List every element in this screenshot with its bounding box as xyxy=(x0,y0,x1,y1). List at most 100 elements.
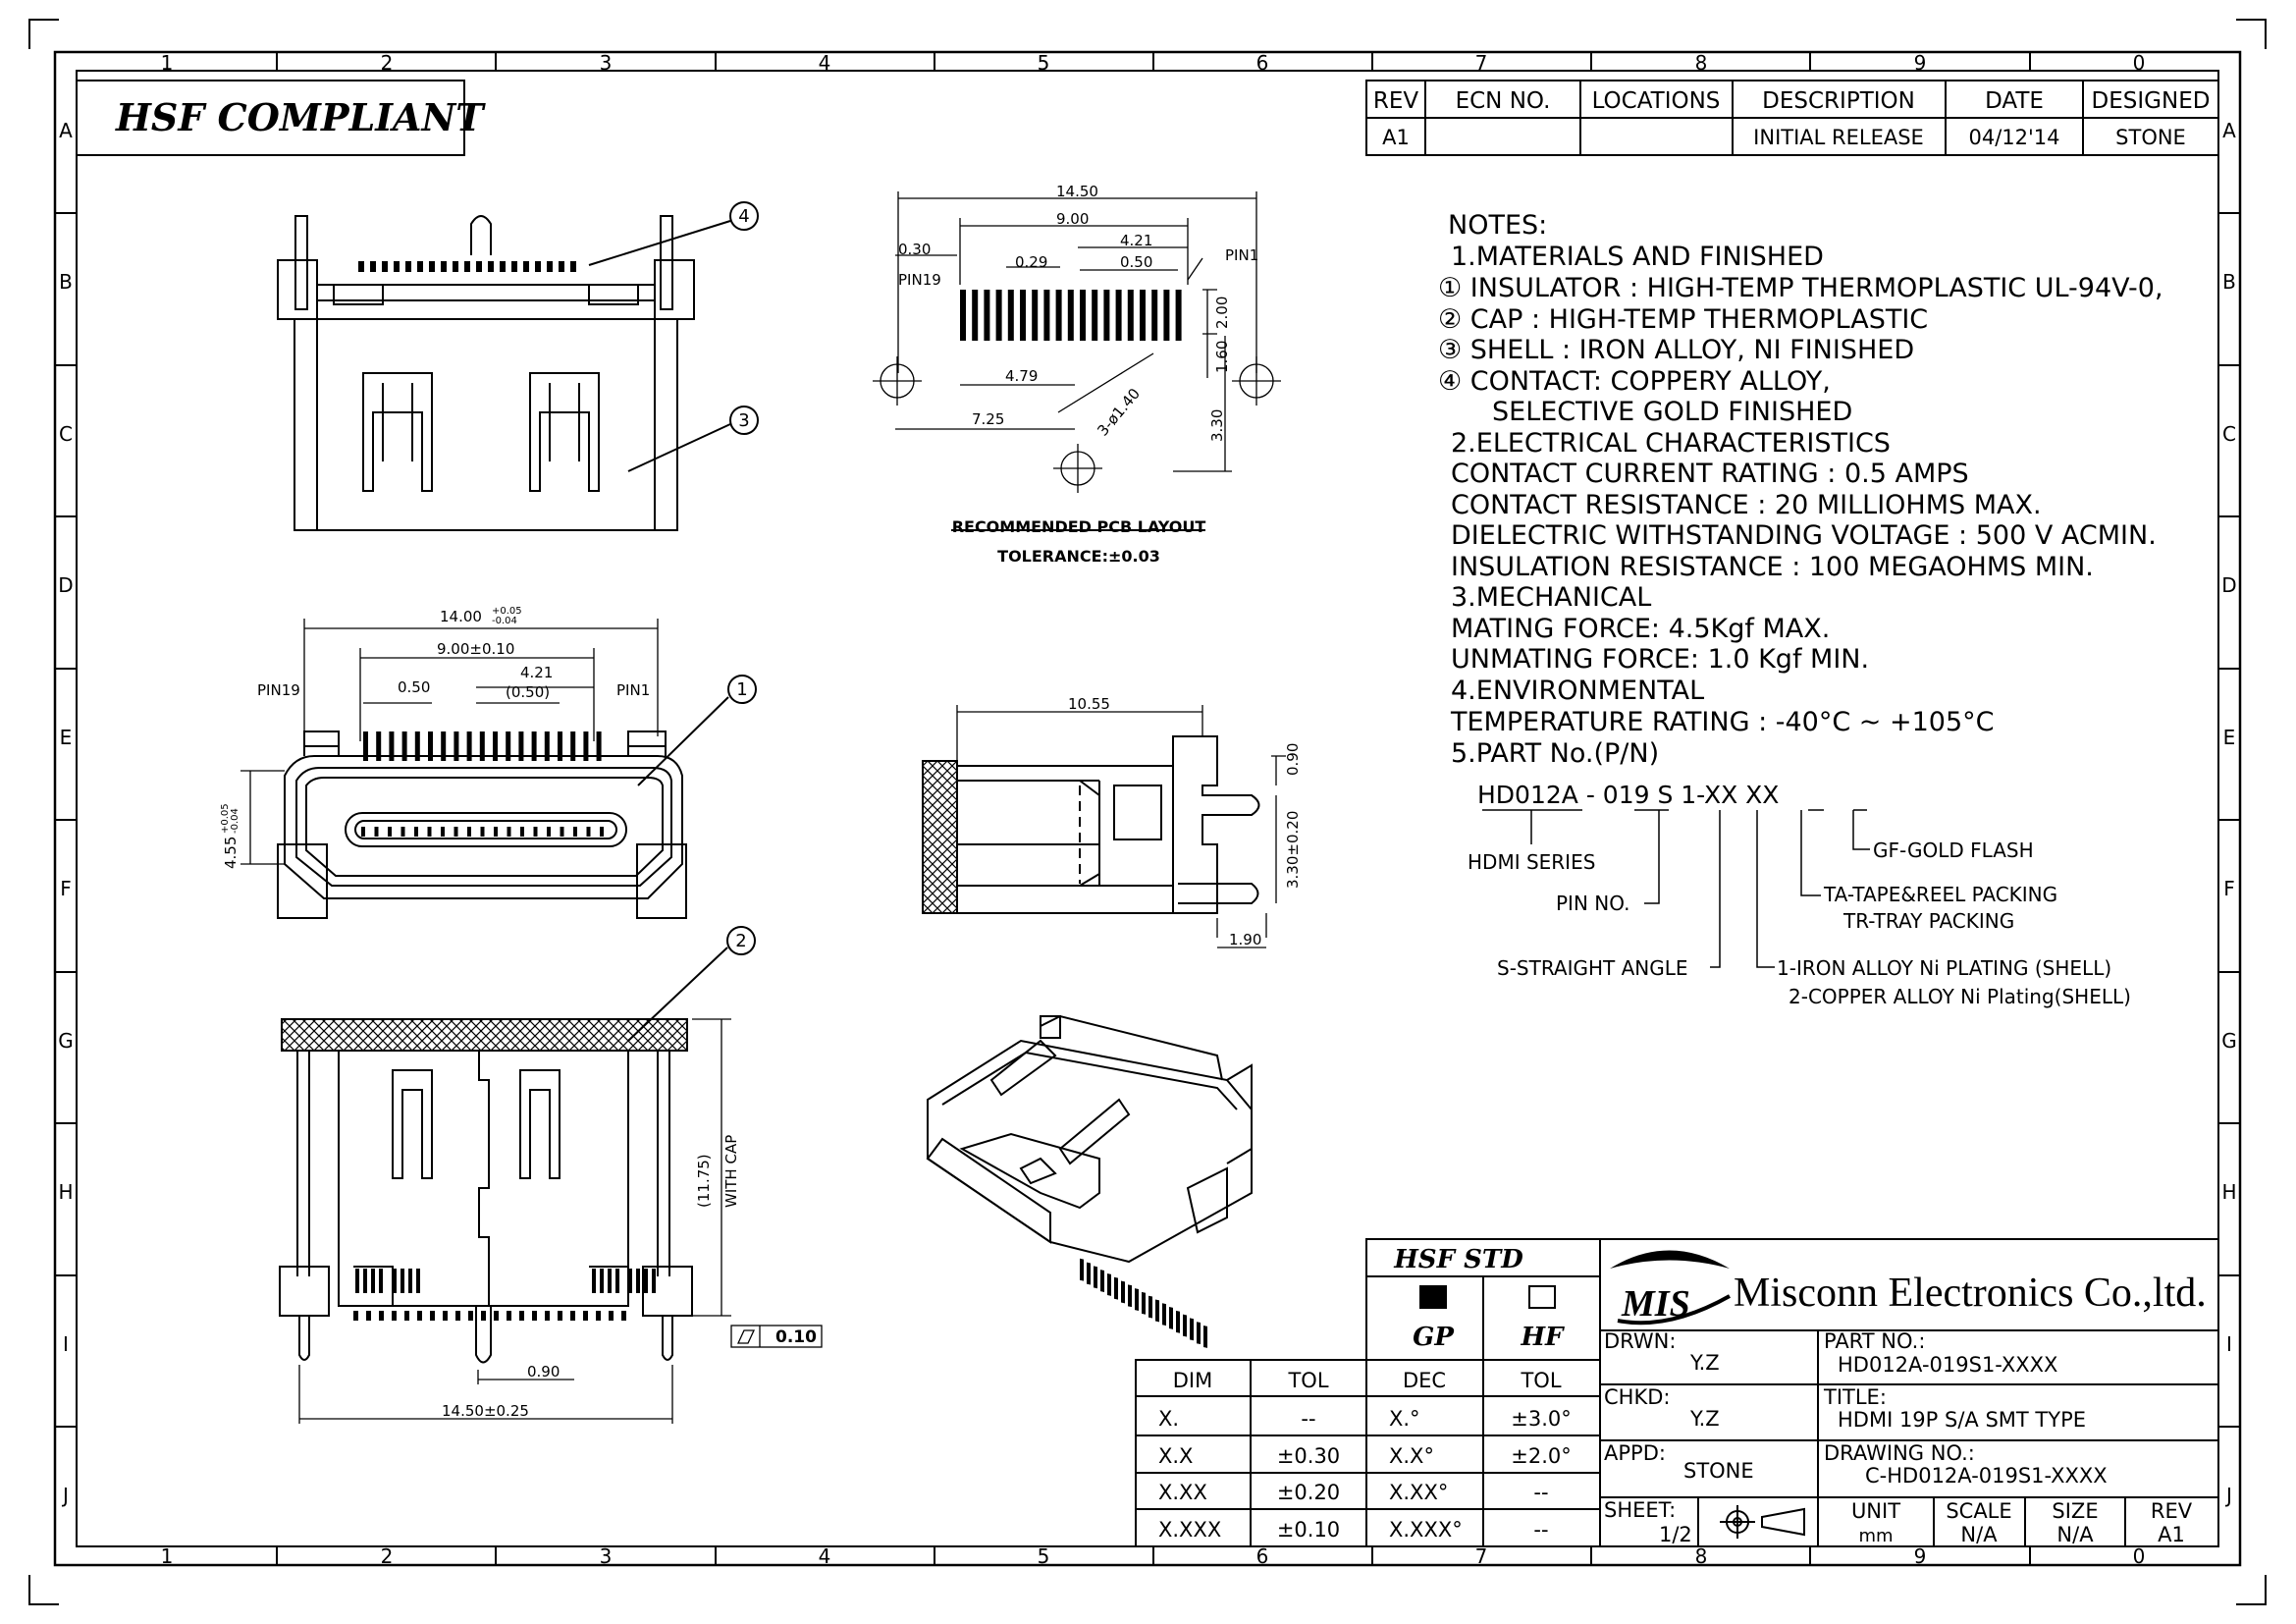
bottom-view-dimensions xyxy=(298,1018,823,1424)
contact-pin xyxy=(523,261,529,272)
row-label: B xyxy=(2222,270,2236,294)
gp-label: GP xyxy=(1413,1323,1455,1352)
contact-pin xyxy=(353,1311,358,1321)
contact-pin xyxy=(455,1311,460,1321)
contact-finger xyxy=(507,827,511,837)
col-label: 6 xyxy=(1256,51,1269,75)
pn-plating-2: 2-COPPER ALLOY Ni Plating(SHELL) xyxy=(1789,985,2131,1008)
rev-value: A1 xyxy=(1382,126,1410,149)
flatness-value: 0.10 xyxy=(775,1327,817,1347)
hf-label: HF xyxy=(1520,1323,1565,1352)
contact-pin xyxy=(583,731,589,761)
side-190: 1.90 xyxy=(1229,931,1261,948)
bottom-view xyxy=(279,1018,693,1364)
contact-pin xyxy=(394,261,400,272)
pcb-pads xyxy=(960,290,1182,341)
contact-finger xyxy=(441,827,445,837)
tol-cell: X.XX xyxy=(1158,1481,1207,1504)
outer-frame xyxy=(53,50,2242,1567)
callout-3: 3 xyxy=(738,410,749,431)
column-labels-top: 1 2 3 4 5 6 7 8 9 0 xyxy=(161,51,2146,75)
contact-pin xyxy=(401,731,407,761)
rev-value: A1 xyxy=(2158,1523,2185,1546)
row-labels-left: A B C D E F G H I J xyxy=(58,119,74,1507)
pcb-pin19: PIN19 xyxy=(898,271,941,289)
pn-straight: S-STRAIGHT ANGLE xyxy=(1497,956,1688,980)
title-value: HDMI 19P S/A SMT TYPE xyxy=(1838,1408,2086,1432)
contact-pin xyxy=(476,261,482,272)
pcb-pad xyxy=(1127,290,1134,341)
contact-pin xyxy=(596,731,602,761)
scale-label: SCALE xyxy=(1946,1499,2011,1523)
appd-value: STONE xyxy=(1683,1459,1754,1483)
hsf-std-title: HSF STD xyxy=(1393,1245,1523,1274)
front-view-contact-pins xyxy=(361,731,604,837)
isometric-view xyxy=(926,1014,1253,1264)
part-label: PART NO.: xyxy=(1824,1329,1925,1353)
contact-pin xyxy=(1128,1284,1132,1308)
contact-finger xyxy=(400,827,405,837)
front-span: 9.00±0.10 xyxy=(437,640,514,658)
contact-pin xyxy=(570,731,576,761)
note-line: CONTACT CURRENT RATING : 0.5 AMPS xyxy=(1451,459,1969,489)
size-value: N/A xyxy=(2056,1523,2094,1546)
front-050: 0.50 xyxy=(398,678,430,696)
top-view-contact-pins xyxy=(358,261,576,272)
front-view-dim-text: 14.00 +0.05 -0.04 9.00±0.10 4.21 0.50 (0… xyxy=(220,606,650,869)
bottom-view-dim-text: (11.75) WITH CAP 0.10 0.90 14.50±0.25 xyxy=(442,1135,817,1420)
pcb-pad xyxy=(1043,290,1050,341)
contact-pin xyxy=(1114,1276,1118,1300)
contact-finger xyxy=(533,827,538,837)
contact-pin xyxy=(430,1311,435,1321)
contact-pin xyxy=(511,261,517,272)
contact-pin xyxy=(1107,1272,1111,1296)
row-label: F xyxy=(2223,877,2235,900)
pcb-160: 1.60 xyxy=(1213,341,1231,373)
contact-pin xyxy=(468,1311,473,1321)
appd-label: APPD: xyxy=(1604,1441,1666,1465)
pn-tray: TR-TRAY PACKING xyxy=(1842,909,2014,933)
contact-pin xyxy=(443,1311,448,1321)
tol-cell: ±2.0° xyxy=(1511,1444,1572,1468)
pcb-330: 3.30 xyxy=(1208,409,1226,442)
col-label: 1 xyxy=(161,51,174,75)
row-label: A xyxy=(2222,119,2236,142)
front-height-tol-minus: -0.04 xyxy=(230,808,240,834)
tol-cell: X.X xyxy=(1158,1444,1193,1468)
pcb-pad xyxy=(1103,290,1110,341)
contact-pin xyxy=(545,1311,550,1321)
unit-value: mm xyxy=(1858,1526,1893,1546)
title-block xyxy=(1599,1238,2219,1547)
contact-pin xyxy=(1203,1325,1207,1348)
tol-cell: ±0.30 xyxy=(1277,1444,1340,1468)
pcb-pad xyxy=(1163,290,1170,341)
pn-pin-no: PIN NO. xyxy=(1556,892,1630,915)
pcb-200: 2.00 xyxy=(1213,297,1231,329)
col-label: 7 xyxy=(1475,1544,1488,1568)
pcb-hole: 3-ø1.40 xyxy=(1094,385,1144,440)
front-view-dimensions xyxy=(240,619,659,865)
chkd-label: CHKD: xyxy=(1604,1385,1670,1409)
pcb-pin1: PIN1 xyxy=(1225,246,1258,264)
contact-pin xyxy=(481,1311,486,1321)
tol-cell: X.XX° xyxy=(1389,1481,1448,1504)
sheet-value: 1/2 xyxy=(1659,1523,1692,1546)
contact-pin xyxy=(416,1269,420,1293)
drwn-label: DRWN: xyxy=(1604,1329,1676,1353)
contact-pin xyxy=(559,261,564,272)
row-label: A xyxy=(59,119,73,142)
note-line: INSULATION RESISTANCE : 100 MEGAOHMS MIN… xyxy=(1451,552,2094,582)
col-label: 0 xyxy=(2133,51,2146,75)
row-label: G xyxy=(58,1029,74,1053)
note-line: 2.ELECTRICAL CHARACTERISTICS xyxy=(1451,428,1891,459)
rev-label: REV xyxy=(2151,1499,2193,1523)
pcb-030: 0.30 xyxy=(898,241,931,258)
col-label: 1 xyxy=(161,1544,174,1568)
hsf-compliant-box: HSF COMPLIANT xyxy=(76,80,486,156)
tol-header: TOL xyxy=(1520,1369,1561,1392)
pcb-tolerance: TOLERANCE:±0.03 xyxy=(997,547,1160,566)
pcb-pad xyxy=(1175,290,1182,341)
callout-4: 4 xyxy=(738,206,749,227)
contact-pin xyxy=(636,1269,640,1293)
row-label: C xyxy=(2222,422,2236,446)
